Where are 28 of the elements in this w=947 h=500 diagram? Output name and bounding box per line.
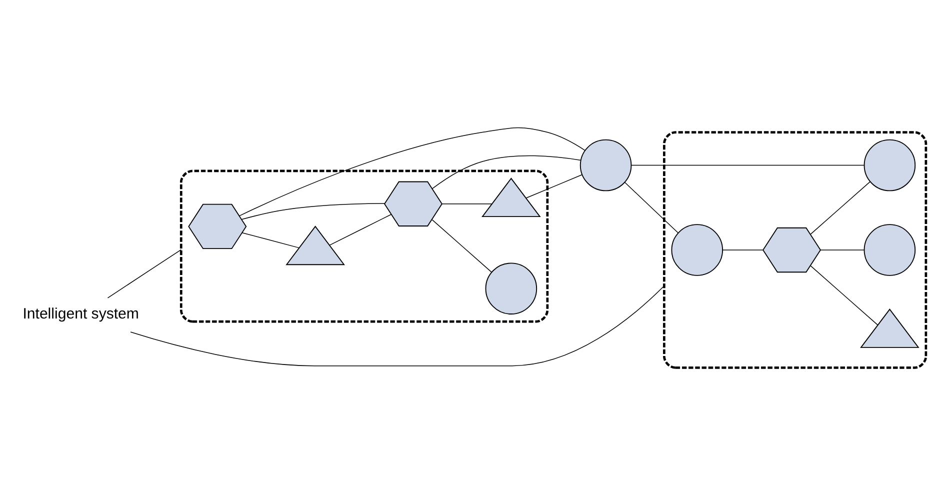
node-circle [864, 224, 916, 276]
connector [810, 266, 878, 326]
node-triangle [860, 308, 920, 348]
node-circle [671, 224, 724, 276]
connector [329, 214, 392, 246]
node-hexagon [384, 181, 443, 226]
node-text: Intelligent system [22, 306, 139, 323]
connector [107, 249, 182, 298]
node-triangle [482, 178, 541, 218]
connector [630, 164, 864, 166]
connector [442, 203, 492, 204]
connector [432, 219, 492, 273]
connector [624, 182, 678, 234]
node-circle [580, 139, 632, 192]
connector [239, 127, 586, 216]
connector [241, 203, 386, 220]
connector [810, 181, 870, 234]
node-circle [864, 139, 916, 192]
connector [242, 232, 300, 248]
node-hexagon [762, 227, 822, 273]
cluster [180, 170, 549, 323]
node-circle [485, 262, 538, 314]
node-hexagon [188, 204, 247, 250]
cluster [663, 131, 928, 369]
connector [526, 174, 582, 198]
connector [432, 155, 582, 190]
node-triangle [286, 226, 345, 266]
connector [130, 286, 665, 366]
